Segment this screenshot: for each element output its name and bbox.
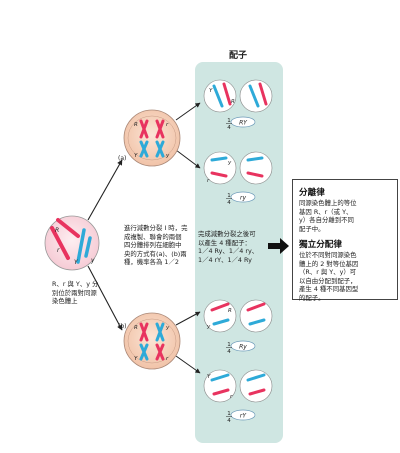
allele-label: R: [55, 227, 59, 234]
arrow-a-to-g1: [175, 102, 201, 121]
result-caption: 完成減數分裂之後可 以產生 4 種配子： 1／4 Ry、1／4 ry、 1／4 …: [198, 230, 259, 264]
genotype-oval: [230, 340, 256, 352]
svg-text:1: 1: [227, 118, 231, 124]
arrow-to-b: [87, 265, 123, 331]
metaphase-cell-a: R r Y y: [123, 109, 181, 167]
allele-label: r: [230, 394, 233, 400]
allele-label: r: [57, 247, 60, 254]
metaphase-cell-b: R y Y r: [123, 312, 181, 370]
gamete-pair-3: y R: [203, 299, 273, 333]
allele-label: r: [166, 356, 169, 362]
allele-label: y: [206, 324, 211, 330]
arrow-b-to-g3: [175, 311, 201, 326]
independent-text: 位於不同對同源染色 體上的 2 對等位基因 （R、r 與 Y、y）可 以自由分配…: [299, 251, 359, 302]
law-box: 分離律 同源染色體上的等位 基因 R、r（或 Y、 y）各自分離到不同 配子中。…: [292, 179, 398, 302]
arrow-b-to-g4: [175, 355, 201, 374]
allele-label: y: [165, 325, 170, 331]
svg-text:1: 1: [227, 193, 231, 199]
svg-text:4: 4: [227, 418, 231, 424]
genotype-label: Ry: [239, 344, 247, 351]
allele-label: Y: [209, 88, 213, 94]
fraction: 1 4: [226, 411, 232, 424]
segregation-title: 分離律: [299, 188, 325, 198]
svg-text:1: 1: [227, 411, 231, 417]
arrow-to-a: [87, 159, 123, 221]
allele-label: y: [165, 153, 170, 159]
gamete-pair-2: r y: [203, 151, 273, 185]
parent-caption: R、r 與 Y、y 分 別位於兩對同源 染色體上: [52, 280, 99, 306]
segregation-text: 同源染色體上的等位 基因 R、r（或 Y、 y）各自分離到不同 配子中。: [299, 199, 357, 233]
svg-text:1: 1: [227, 342, 231, 348]
fraction: 1 4: [226, 342, 232, 355]
genotype-oval: [230, 116, 256, 128]
genotype-oval: [230, 191, 256, 203]
fraction: 1 4: [226, 193, 232, 206]
parent-cell: R r Y y: [44, 215, 100, 271]
arrow-a-to-g2: [175, 149, 201, 169]
independent-title: 獨立分配律: [299, 240, 342, 250]
genotype-label: ry: [240, 195, 246, 202]
allele-label: Y: [74, 259, 79, 266]
genotype-label: RY: [239, 120, 248, 127]
gametes-title: 配子: [229, 51, 248, 61]
fraction: 1 4: [226, 118, 232, 131]
meiosis-caption: 進行減數分裂 I 時，完 成複製、聯會的兩個 四分體排列在細胞中 央的方式有(a…: [124, 224, 188, 267]
big-arrow-icon: [268, 238, 289, 254]
route-label-a: (a): [118, 155, 126, 162]
svg-text:4: 4: [227, 125, 231, 131]
allele-label: Y: [134, 356, 138, 362]
svg-text:4: 4: [227, 349, 231, 355]
gamete-pair-4: Y r: [203, 369, 273, 403]
allele-label: Y: [207, 374, 211, 380]
gamete-pair-1: Y R: [203, 79, 273, 113]
genotype-oval: [230, 409, 256, 421]
allele-label: y: [90, 257, 95, 264]
allele-label: R: [134, 325, 138, 331]
allele-label: Y: [134, 153, 138, 159]
allele-label: r: [207, 178, 210, 184]
allele-label: R: [231, 99, 235, 105]
allele-label: R: [134, 122, 138, 128]
genotype-label: rY: [240, 413, 247, 420]
allele-label: R: [228, 308, 232, 314]
route-label-b: (b): [118, 323, 127, 330]
allele-label: r: [166, 122, 169, 128]
svg-text:4: 4: [227, 200, 231, 206]
allele-label: y: [227, 160, 232, 166]
